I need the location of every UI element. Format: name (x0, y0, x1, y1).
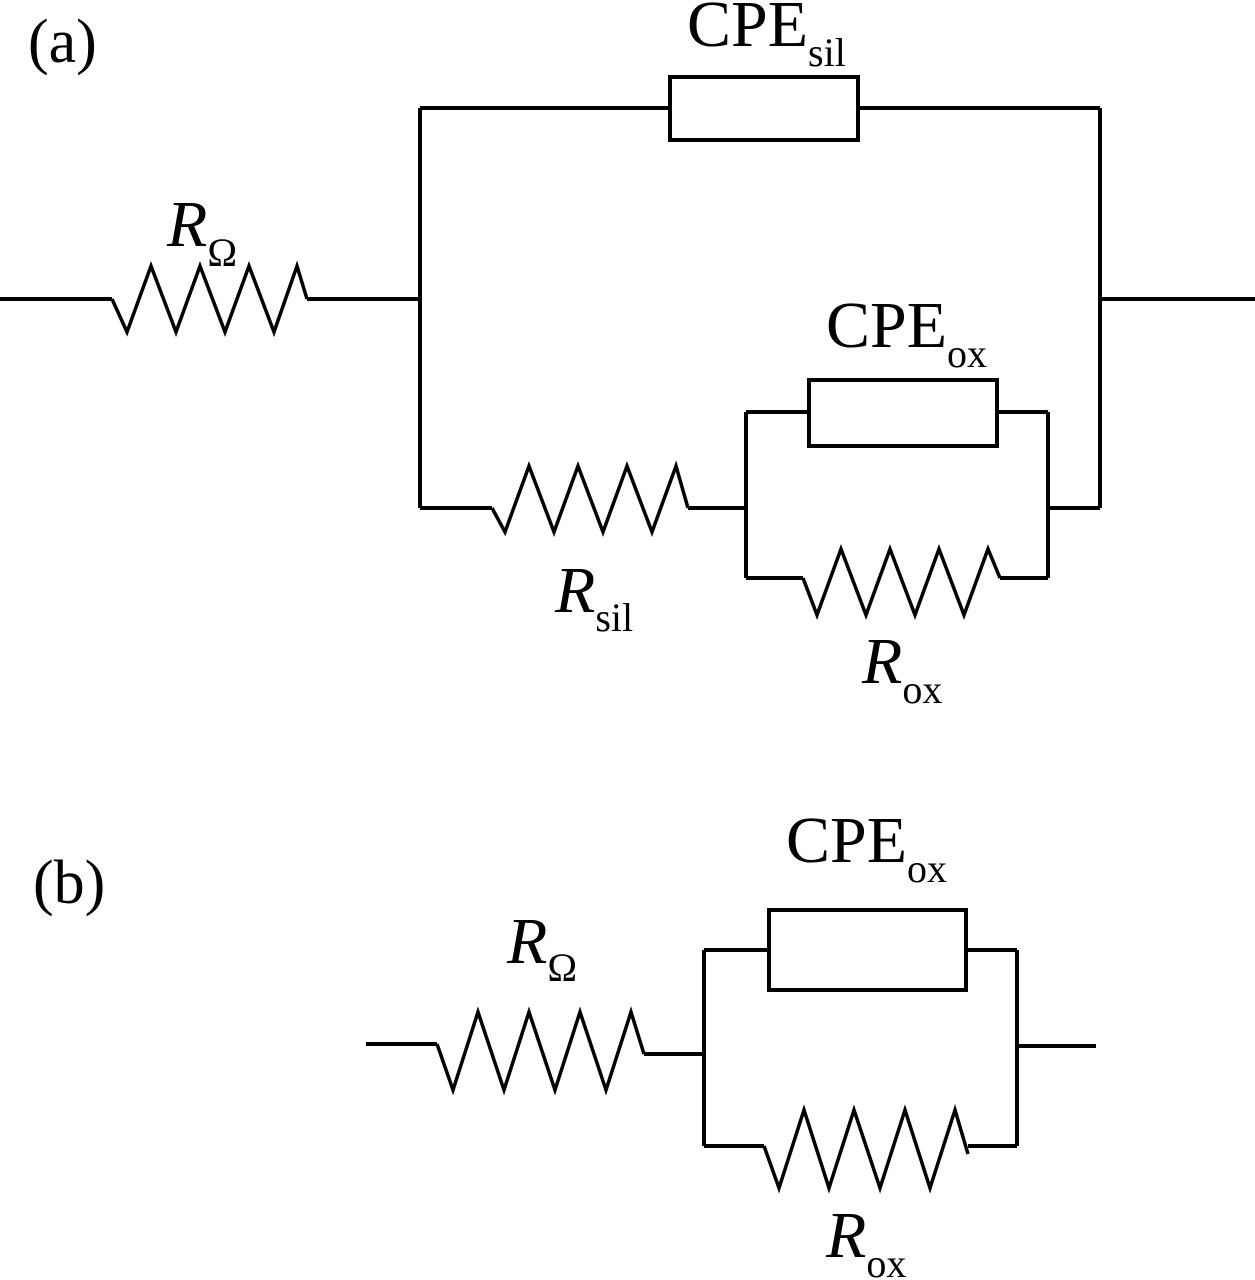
panel-b-label: (b) (33, 849, 105, 917)
panel-a-label-cpe-sil: CPEsil (687, 0, 846, 75)
panel-a-resistor-r-ohm (110, 260, 309, 338)
panel-a-resistor-r-sil (490, 460, 690, 538)
panel-b-resistor-r-ohm (435, 1006, 646, 1096)
panel-a-resistor-r-ox (801, 543, 1002, 621)
panel-a-cpe-sil-element (668, 75, 860, 142)
panel-b-cpe-ox-element (767, 908, 968, 992)
panel-b-label-r-ohm: RΩ (506, 905, 577, 990)
panel-b-label-r-ox: Rox (825, 1199, 906, 1280)
panel-a-label-r-sil: Rsil (554, 554, 633, 640)
panel-a-label-r-ox: Rox (861, 625, 942, 712)
panel-a-cpe-ox-element (807, 378, 999, 448)
panel-b-resistor-r-ox (762, 1104, 970, 1194)
panel-a-label: (a) (28, 8, 97, 76)
panel-a-label-cpe-ox: CPEox (826, 289, 987, 376)
panel-a: (a) RΩ CPEsil (0, 0, 1255, 712)
panel-b: (b) RΩ CPEox Rox (33, 804, 1096, 1280)
panel-b-label-cpe-ox: CPEox (786, 804, 947, 891)
panel-a-label-r-ohm: RΩ (166, 188, 237, 275)
